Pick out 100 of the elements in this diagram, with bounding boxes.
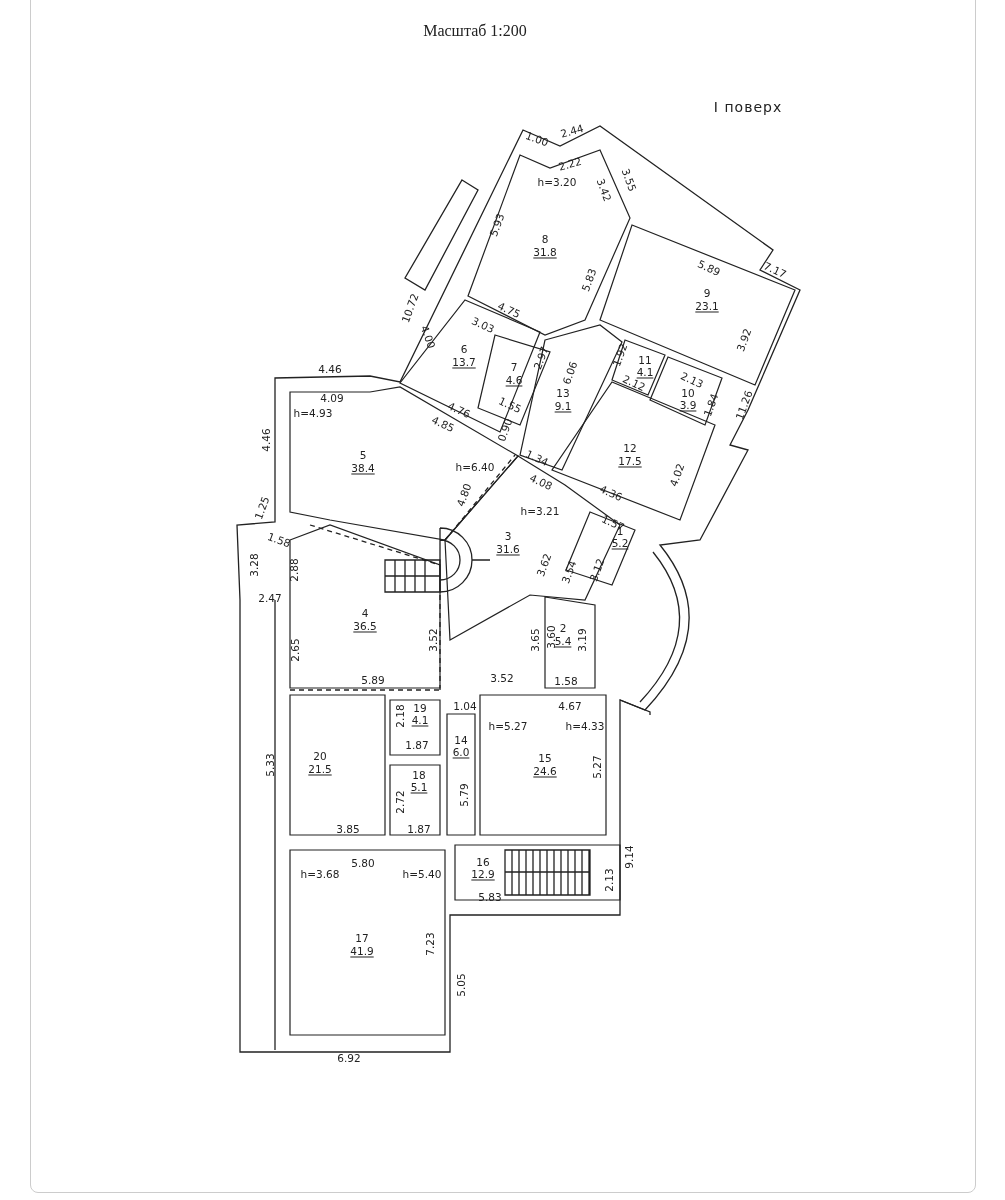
dimension-label: 3.62 bbox=[535, 552, 553, 578]
dimension-label: 6.92 bbox=[337, 1052, 361, 1064]
dimension-label: 5.33 bbox=[264, 753, 276, 777]
dimension-label: 7.23 bbox=[424, 932, 436, 956]
room-number: 9 bbox=[703, 288, 711, 300]
dimension-label: 2.72 bbox=[394, 790, 406, 814]
room-area: 17.5 bbox=[618, 456, 642, 468]
dimension-label: 1.58 bbox=[554, 675, 578, 687]
room-area: 36.5 bbox=[353, 621, 377, 633]
room-number: 10 bbox=[681, 388, 695, 400]
dimension-label: 5.83 bbox=[478, 891, 502, 903]
dimension-label: 4.02 bbox=[668, 462, 686, 488]
dimension-label: 4.36 bbox=[598, 483, 624, 503]
dimension-label: 1.58 bbox=[266, 531, 292, 549]
ceiling-height: h=4.33 bbox=[565, 721, 605, 733]
room-number: 3 bbox=[504, 531, 512, 543]
room-number: 12 bbox=[623, 443, 637, 455]
ceiling-height: h=3.68 bbox=[300, 869, 340, 881]
dimension-label: 1.87 bbox=[407, 823, 431, 835]
dimension-label: 11.26 bbox=[733, 389, 755, 421]
dimension-label: 5.05 bbox=[455, 973, 467, 997]
dimension-label: 3.54 bbox=[560, 559, 578, 585]
room-number: 7 bbox=[510, 362, 518, 374]
dimension-label: 3.12 bbox=[588, 557, 606, 583]
room-area: 3.9 bbox=[679, 400, 697, 412]
room-number: 5 bbox=[359, 450, 367, 462]
room-number: 13 bbox=[556, 388, 570, 400]
dimension-label: 5.80 bbox=[351, 857, 375, 869]
dimension-label: 4.80 bbox=[455, 482, 473, 508]
dimension-label: 2.13 bbox=[679, 370, 705, 390]
room-outline bbox=[290, 850, 445, 1035]
room-area: 31.6 bbox=[496, 544, 520, 556]
dimension-label: 1.25 bbox=[253, 495, 271, 521]
dimension-label: 6.06 bbox=[561, 360, 579, 386]
dimension-label: 4.09 bbox=[320, 392, 344, 404]
dimension-label: 0.90 bbox=[496, 417, 514, 443]
dimension-label: 9.14 bbox=[623, 845, 635, 869]
dimension-label: 5.89 bbox=[696, 258, 722, 278]
dimension-label: 1.34 bbox=[524, 448, 550, 468]
dimension-label: 3.19 bbox=[576, 628, 588, 652]
dimension-label: 1.84 bbox=[702, 392, 720, 418]
room-number: 2 bbox=[559, 623, 567, 635]
room-outline bbox=[290, 525, 440, 688]
dimension-label: 1.04 bbox=[453, 700, 477, 712]
room-area: 5.1 bbox=[410, 782, 428, 794]
room-number: 20 bbox=[313, 751, 327, 763]
room-number: 11 bbox=[638, 355, 652, 367]
room-area: 4.1 bbox=[411, 715, 429, 727]
dimension-label: 1.87 bbox=[405, 739, 429, 751]
dimension-label: 5.89 bbox=[361, 674, 385, 686]
dimension-label: 2.18 bbox=[394, 704, 406, 728]
room-outline bbox=[447, 714, 475, 835]
room-area: 5.4 bbox=[554, 636, 572, 648]
ceiling-height: h=6.40 bbox=[455, 462, 495, 474]
dimension-label: 2.65 bbox=[289, 638, 301, 662]
dimension-label: 2.13 bbox=[603, 868, 615, 892]
dimension-label: 5.79 bbox=[458, 783, 470, 807]
ceiling-height: h=3.20 bbox=[537, 177, 577, 189]
dimension-label: 4.46 bbox=[318, 363, 342, 375]
dimension-label: 10.72 bbox=[399, 292, 421, 324]
dimension-label: 4.08 bbox=[528, 472, 554, 492]
room-area: 13.7 bbox=[452, 357, 476, 369]
room-number: 19 bbox=[413, 703, 427, 715]
dimension-label: 3.85 bbox=[336, 823, 360, 835]
room-number: 17 bbox=[355, 933, 369, 945]
dimension-label: 3.92 bbox=[735, 327, 753, 353]
dimension-label: 1.92 bbox=[611, 342, 629, 368]
room-number: 6 bbox=[460, 344, 468, 356]
room-outline bbox=[390, 765, 440, 835]
dimension-label: 4.75 bbox=[496, 300, 522, 320]
room-area: 23.1 bbox=[695, 301, 719, 313]
room-outline bbox=[290, 695, 385, 835]
dimension-label: 5.83 bbox=[580, 267, 598, 293]
dimension-label: 3.03 bbox=[470, 315, 496, 335]
room-area: 24.6 bbox=[533, 766, 557, 778]
room-number: 18 bbox=[412, 770, 426, 782]
dimension-label: 2.44 bbox=[559, 122, 585, 140]
ceiling-height: h=5.40 bbox=[402, 869, 442, 881]
ceiling-height: h=4.93 bbox=[293, 408, 333, 420]
dimension-label: 1.55 bbox=[497, 395, 523, 415]
dimension-label: 2.88 bbox=[288, 558, 300, 582]
dimension-label: 4.00 bbox=[419, 324, 437, 350]
dimension-label: 3.52 bbox=[490, 672, 514, 684]
room-outline bbox=[390, 700, 440, 755]
room-outline bbox=[455, 845, 620, 900]
dimension-label: 3.42 bbox=[595, 177, 613, 203]
floor-label: I поверх bbox=[713, 100, 783, 114]
ceiling-height: h=5.27 bbox=[488, 721, 528, 733]
dimension-label: 4.67 bbox=[558, 700, 582, 712]
room-number: 16 bbox=[476, 857, 490, 869]
scale-title: Масштаб 1:200 bbox=[422, 22, 528, 40]
room-area: 5.2 bbox=[611, 538, 629, 550]
room-number: 15 bbox=[538, 753, 552, 765]
dimension-label: 3.55 bbox=[620, 167, 638, 193]
dimension-label: 3.28 bbox=[248, 553, 260, 577]
room-outline bbox=[612, 340, 665, 395]
room-area: 41.9 bbox=[350, 946, 374, 958]
dimension-label: 5.27 bbox=[591, 755, 603, 779]
room-number: 4 bbox=[361, 608, 369, 620]
room-area: 9.1 bbox=[554, 401, 572, 413]
